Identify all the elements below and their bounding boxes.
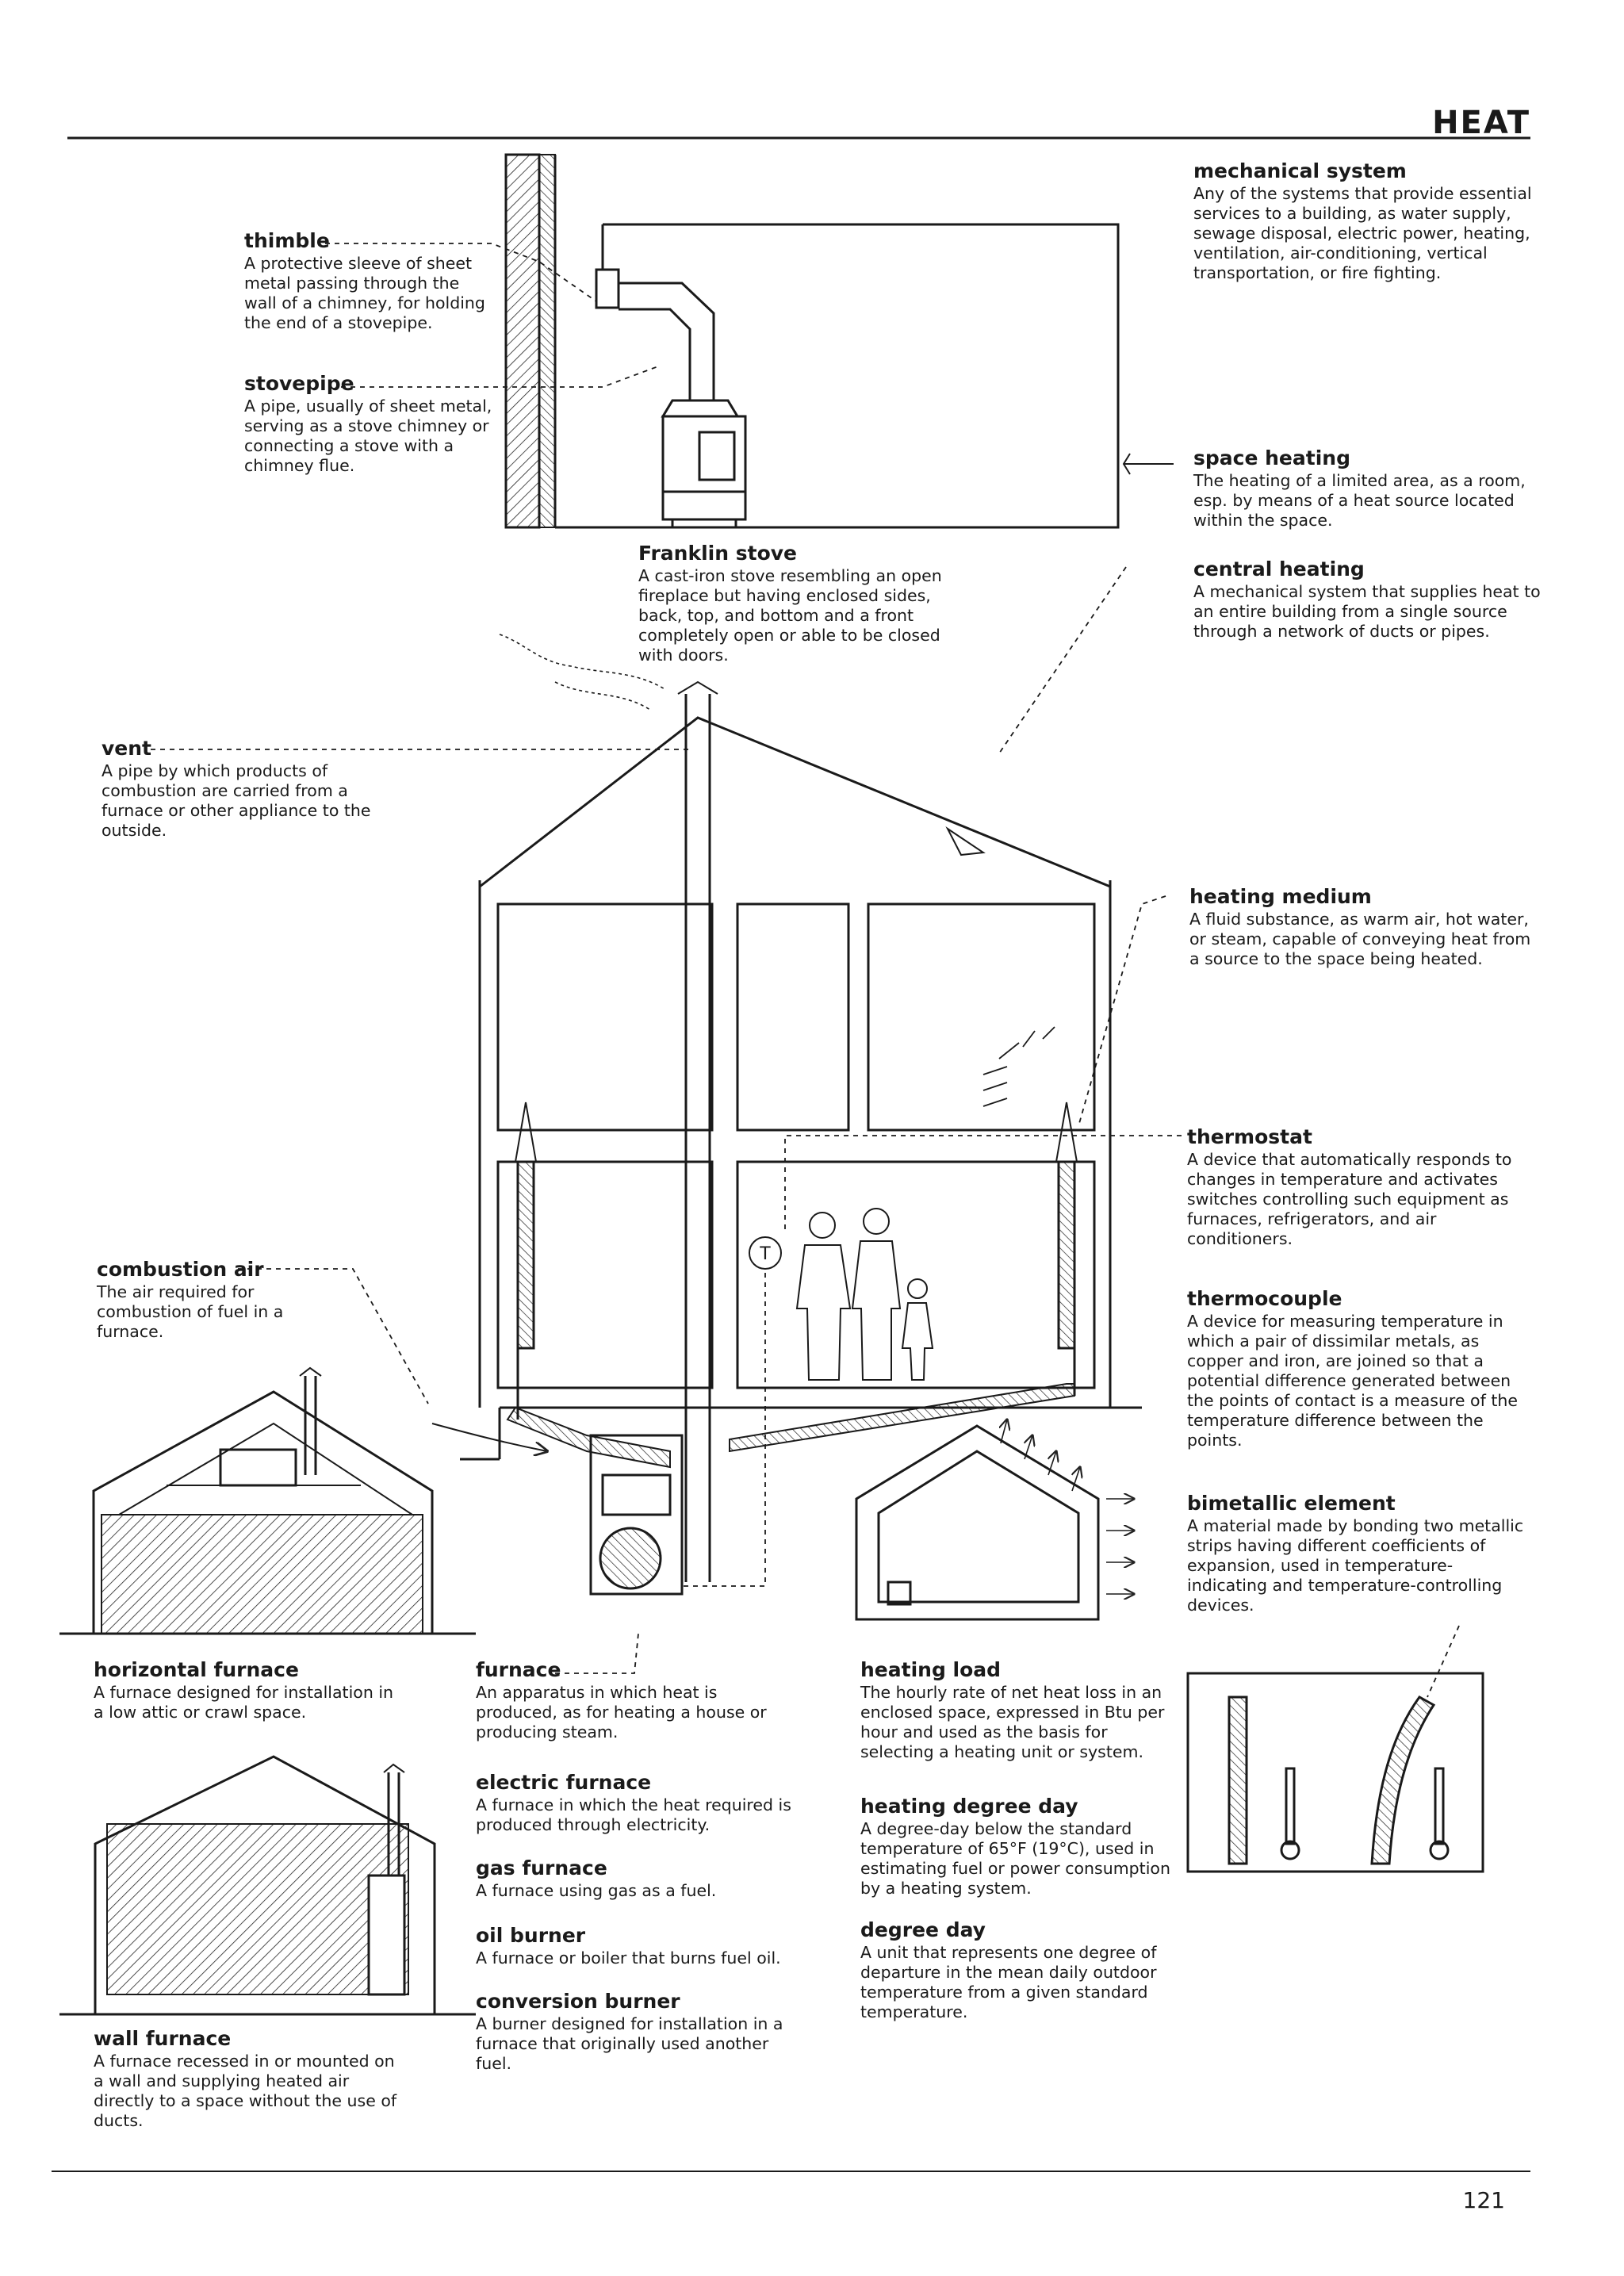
- definition: A pipe by which products of combustion a…: [102, 761, 371, 840]
- term-label: combustion air: [97, 1258, 264, 1281]
- term-label: mechanical system: [1193, 159, 1407, 182]
- entry-vent: vent A pipe by which products of combust…: [102, 736, 375, 841]
- entry-gas-furnace: gas furnace A furnace using gas as a fue…: [476, 1856, 793, 1901]
- definition: A unit that represents one degree of dep…: [860, 1943, 1157, 2021]
- entry-wall-furnace: wall furnace A furnace recessed in or mo…: [94, 2026, 403, 2131]
- definition: A material made by bonding two metallic …: [1187, 1516, 1524, 1615]
- entry-conversion-burner: conversion burner A burner designed for …: [476, 1989, 793, 2074]
- term-label: horizontal furnace: [94, 1658, 299, 1681]
- entry-combustion-air: combustion air The air required for comb…: [97, 1257, 315, 1342]
- definition: A protective sleeve of sheet metal passi…: [244, 254, 485, 332]
- term-label: oil burner: [476, 1924, 586, 1947]
- entry-franklin-stove: Franklin stove A cast-iron stove resembl…: [638, 541, 971, 665]
- thermostat-dial: [749, 1236, 782, 1270]
- definition: The air required for combustion of fuel …: [97, 1282, 284, 1341]
- term-label: heating medium: [1189, 885, 1372, 908]
- term-label: thermocouple: [1187, 1287, 1342, 1310]
- definition: An apparatus in which heat is produced, …: [476, 1683, 767, 1741]
- page-header-title: HEAT: [1432, 105, 1530, 141]
- definition: A pipe, usually of sheet metal, serving …: [244, 397, 492, 475]
- definition: A degree-day below the standard temperat…: [860, 1819, 1170, 1898]
- entry-furnace: furnace An apparatus in which heat is pr…: [476, 1657, 793, 1742]
- main-house: [431, 680, 1142, 1596]
- definition: A furnace recessed in or mounted on a wa…: [94, 2052, 397, 2130]
- term-label: conversion burner: [476, 1990, 680, 2013]
- entry-stovepipe: stovepipe A pipe, usually of sheet metal…: [244, 371, 494, 476]
- heating-load-house: [855, 1420, 1134, 1621]
- thermostat-symbol: T: [759, 1244, 771, 1264]
- franklin-stove-room: [504, 153, 1174, 529]
- entry-heating-medium: heating medium A fluid substance, as war…: [1189, 884, 1542, 969]
- term-label: Franklin stove: [638, 542, 797, 565]
- entry-horizontal-furnace: horizontal furnace A furnace designed fo…: [94, 1657, 403, 1722]
- definition: A furnace or boiler that burns fuel oil.: [476, 1948, 781, 1968]
- definition: The hourly rate of net heat loss in an e…: [860, 1683, 1165, 1761]
- page-number: 121: [1462, 2187, 1505, 2213]
- term-label: vent: [102, 737, 152, 760]
- wall-furnace-house: [59, 1755, 476, 2016]
- entry-thermocouple: thermocouple A device for measuring temp…: [1187, 1286, 1540, 1450]
- term-label: gas furnace: [476, 1856, 607, 1879]
- definition: A furnace in which the heat required is …: [476, 1795, 791, 1834]
- entry-central-heating: central heating A mechanical system that…: [1193, 557, 1542, 642]
- definition: A fluid substance, as warm air, hot wate…: [1189, 910, 1531, 968]
- term-label: heating load: [860, 1658, 1002, 1681]
- entry-thermostat: thermostat A device that automatically r…: [1187, 1125, 1536, 1249]
- horizontal-furnace-house: [59, 1366, 476, 1635]
- definition: A cast-iron stove resembling an open fir…: [638, 566, 942, 665]
- entry-space-heating: space heating The heating of a limited a…: [1193, 446, 1542, 531]
- entry-heating-degree-day: heating degree day A degree-day below th…: [860, 1794, 1178, 1899]
- family-silhouettes: [795, 1208, 934, 1381]
- term-label: electric furnace: [476, 1771, 652, 1794]
- definition: A furnace designed for installation in a…: [94, 1683, 394, 1722]
- entry-heating-load: heating load The hourly rate of net heat…: [860, 1657, 1178, 1762]
- leaders: [151, 243, 1460, 1698]
- term-label: heating degree day: [860, 1795, 1078, 1818]
- term-label: degree day: [860, 1918, 986, 1941]
- definition: A furnace using gas as a fuel.: [476, 1881, 717, 1900]
- entry-degree-day: degree day A unit that represents one de…: [860, 1918, 1178, 2022]
- definition: The heating of a limited area, as a room…: [1193, 471, 1526, 530]
- term-label: thermostat: [1187, 1125, 1312, 1148]
- entry-oil-burner: oil burner A furnace or boiler that burn…: [476, 1923, 793, 1968]
- term-label: central heating: [1193, 558, 1365, 580]
- term-label: wall furnace: [94, 2027, 232, 2050]
- definition: A device that automatically responds to …: [1187, 1150, 1512, 1248]
- entry-electric-furnace: electric furnace A furnace in which the …: [476, 1770, 793, 1835]
- definition: A device for measuring temperature in wh…: [1187, 1312, 1518, 1450]
- term-label: bimetallic element: [1187, 1492, 1396, 1515]
- bimetallic-element-panel: [1186, 1672, 1484, 1873]
- definition: A mechanical system that supplies heat t…: [1193, 582, 1541, 641]
- entry-mechanical-system: mechanical system Any of the systems tha…: [1193, 159, 1542, 283]
- definition: Any of the systems that provide essentia…: [1193, 184, 1532, 282]
- term-label: stovepipe: [244, 372, 354, 395]
- term-label: thimble: [244, 229, 330, 252]
- entry-bimetallic-element: bimetallic element A material made by bo…: [1187, 1491, 1528, 1615]
- term-label: space heating: [1193, 446, 1350, 469]
- entry-thimble: thimble A protective sleeve of sheet met…: [244, 228, 494, 333]
- term-label: furnace: [476, 1658, 561, 1681]
- definition: A burner designed for installation in a …: [476, 2014, 783, 2073]
